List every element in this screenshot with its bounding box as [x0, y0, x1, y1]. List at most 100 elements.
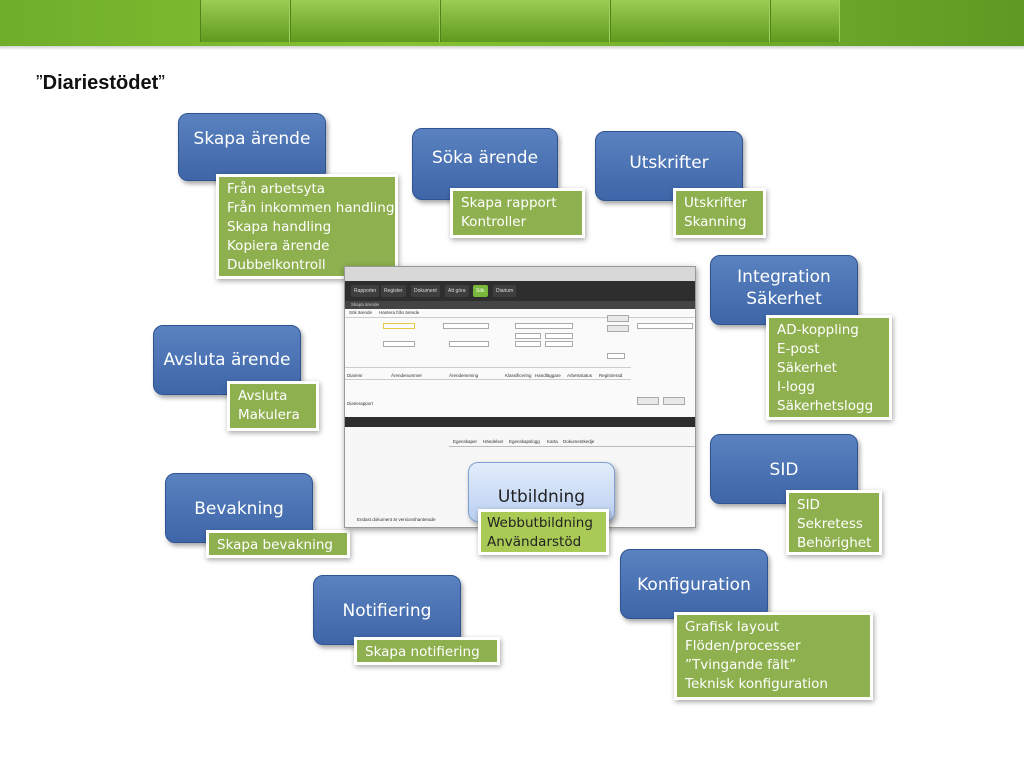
- item[interactable]: Skapa handling: [227, 219, 332, 235]
- arendenummer-field[interactable]: [383, 323, 415, 329]
- details-tabs: Egenskaper Händelser Egenskapslogg Karta…: [449, 437, 695, 447]
- item[interactable]: Från inkommen handling: [227, 200, 395, 216]
- items-integration-sakerhet: AD-koppling E-post Säkerhet I-logg Säker…: [766, 315, 892, 420]
- category-notifiering[interactable]: Notifiering: [313, 575, 461, 645]
- search-panel: Sök ärende Hantera från ärende Diarienr …: [345, 309, 695, 421]
- item[interactable]: Säkerhet: [777, 360, 837, 376]
- items-bevakning: Skapa bevakning: [206, 530, 350, 558]
- tab-egenskapslogg[interactable]: Egenskapslogg: [509, 439, 540, 444]
- category-skapa-arende[interactable]: Skapa ärende: [178, 113, 326, 181]
- item[interactable]: Webbutbildning: [487, 515, 593, 531]
- items-notifiering: Skapa notifiering: [354, 637, 500, 665]
- category-label: Bevakning: [194, 499, 284, 519]
- tab-sok-arende[interactable]: Sök ärende: [349, 310, 373, 315]
- footer-note: Endast dokument är versionshanterade: [357, 517, 436, 522]
- sparade-sokningar-field[interactable]: [637, 323, 693, 329]
- divider: [345, 317, 695, 318]
- avdelning-field[interactable]: [383, 341, 415, 347]
- item[interactable]: Kontroller: [461, 214, 527, 230]
- tab-hantera[interactable]: Hantera från ärende: [379, 310, 420, 315]
- item[interactable]: Utskrifter: [684, 195, 747, 211]
- item[interactable]: ”Tvingande fält”: [685, 657, 797, 673]
- handlaggare-field[interactable]: [449, 341, 489, 347]
- menu-sok[interactable]: Sök: [473, 285, 488, 297]
- diarie-field[interactable]: [515, 323, 573, 329]
- item[interactable]: Skapa rapport: [461, 195, 557, 211]
- category-label: Avsluta ärende: [163, 349, 291, 370]
- sok-button[interactable]: [607, 315, 629, 322]
- item[interactable]: Från arbetsyta: [227, 181, 326, 197]
- banner-shadow: [0, 46, 1024, 50]
- item[interactable]: Sekretess: [797, 516, 863, 532]
- item[interactable]: I-logg: [777, 379, 816, 395]
- datum-field[interactable]: [545, 341, 573, 347]
- item[interactable]: Användarstöd: [487, 534, 582, 550]
- category-utskrifter[interactable]: Utskrifter: [595, 131, 743, 201]
- banner-cube: [200, 0, 290, 42]
- items-avsluta-arende: Avsluta Makulera: [227, 381, 319, 431]
- tab-handelser[interactable]: Händelser: [483, 439, 504, 444]
- items-konfiguration: Grafisk layout Flöden/processer ”Tvingan…: [674, 612, 873, 700]
- divider: [345, 379, 631, 380]
- datum-field[interactable]: [545, 333, 573, 339]
- items-skapa-arende: Från arbetsyta Från inkommen handling Sk…: [216, 174, 398, 279]
- item[interactable]: Behörighet: [797, 535, 872, 551]
- slide-title: ”Diariestödet”: [36, 72, 165, 95]
- items-sid: SID Sekretess Behörighet: [786, 490, 882, 555]
- title-quote-close: ”: [158, 72, 165, 94]
- status-bar: [345, 417, 695, 427]
- rensa-button[interactable]: [607, 325, 629, 332]
- tab-dokumentkedje[interactable]: Dokumentkedje: [563, 439, 595, 444]
- item[interactable]: Dubbelkontroll: [227, 257, 326, 273]
- divider: [345, 367, 631, 368]
- column-header[interactable]: Ärendenummer: [391, 373, 423, 378]
- menu-rapporter[interactable]: Rapporter: [351, 285, 380, 297]
- diarierapport-select[interactable]: Diarierapport: [347, 401, 374, 406]
- arbetsstatus-field[interactable]: [443, 323, 489, 329]
- item[interactable]: Flöden/processer: [685, 638, 801, 654]
- menu-dokument[interactable]: Dokument: [411, 285, 440, 297]
- item[interactable]: Säkerhetslogg: [777, 398, 874, 414]
- tab-karta[interactable]: Karta: [547, 439, 558, 444]
- title-text: Diariestödet: [42, 72, 159, 94]
- window-titlebar: [345, 267, 695, 281]
- datum-field[interactable]: [515, 341, 541, 347]
- items-soka-arende: Skapa rapport Kontroller: [450, 188, 585, 238]
- column-header[interactable]: Diarienr: [347, 373, 363, 378]
- tab-egenskaper[interactable]: Egenskaper: [453, 439, 478, 444]
- category-konfiguration[interactable]: Konfiguration: [620, 549, 768, 619]
- item[interactable]: Skapa bevakning: [217, 537, 333, 553]
- sub-toolbar: Skapa ärende: [345, 301, 695, 309]
- column-header[interactable]: Arbetsstatus: [567, 373, 593, 378]
- item[interactable]: Skanning: [684, 214, 747, 230]
- category-label: SID: [769, 460, 799, 480]
- column-header[interactable]: Handläggare: [535, 373, 561, 378]
- category-label: Söka ärende: [431, 147, 539, 168]
- column-header[interactable]: Ärendemening: [449, 373, 479, 378]
- banner-cube: [290, 0, 440, 42]
- category-label: Skapa ärende: [193, 129, 311, 149]
- item[interactable]: Avsluta: [238, 388, 288, 404]
- item[interactable]: SID: [797, 497, 820, 513]
- category-label: Utbildning: [497, 487, 586, 507]
- item[interactable]: Makulera: [238, 407, 300, 423]
- item[interactable]: Skapa notifiering: [365, 644, 480, 660]
- column-header[interactable]: Registrerad: [599, 373, 623, 378]
- menu-register[interactable]: Register: [381, 285, 406, 297]
- spara-button[interactable]: [637, 397, 659, 405]
- item[interactable]: Kopiera ärende: [227, 238, 330, 254]
- menu-diarium[interactable]: Diarium: [493, 285, 517, 297]
- max-traffar-field[interactable]: [607, 353, 625, 359]
- item[interactable]: AD-koppling: [777, 322, 859, 338]
- datum-field[interactable]: [515, 333, 541, 339]
- item[interactable]: Teknisk konfiguration: [685, 676, 828, 692]
- item[interactable]: Grafisk layout: [685, 619, 780, 635]
- item[interactable]: E-post: [777, 341, 820, 357]
- category-label: Utskrifter: [629, 152, 709, 173]
- items-utskrifter: Utskrifter Skanning: [673, 188, 766, 238]
- ta-bort-button[interactable]: [663, 397, 685, 405]
- menu-att-gora[interactable]: Att göra: [445, 285, 469, 297]
- top-banner: [0, 0, 1024, 46]
- column-header[interactable]: Klassificering: [505, 373, 532, 378]
